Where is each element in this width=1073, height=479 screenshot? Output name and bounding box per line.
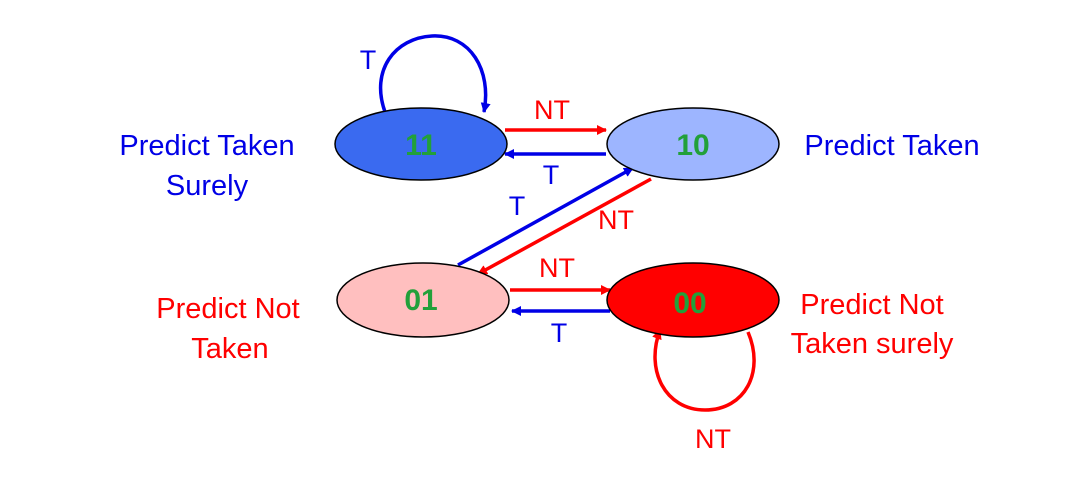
state-01-desc-line2: Taken	[191, 333, 268, 365]
state-01-ellipse	[336, 262, 510, 338]
state-11-ellipse	[334, 107, 508, 181]
label-self-00: NT	[695, 424, 731, 454]
label-01-to-00: NT	[539, 253, 575, 283]
self-loop-00	[652, 329, 756, 412]
state-10-code: 10	[676, 129, 709, 162]
state-10-desc-line1: Predict Taken	[804, 130, 979, 162]
state-01-desc-line1: Predict Not	[156, 293, 299, 325]
state-00-desc-line1: Predict Not	[800, 289, 943, 321]
state-10-ellipse	[606, 107, 780, 181]
state-11-desc-line1: Predict Taken	[119, 130, 294, 162]
state-00-desc-line2: Taken surely	[791, 328, 954, 360]
label-10-to-01: NT	[598, 205, 634, 235]
label-01-to-10: T	[509, 191, 526, 221]
label-self-11: T	[360, 45, 377, 75]
state-11-desc-line2: Surely	[166, 170, 249, 202]
state-00-code: 00	[673, 287, 706, 320]
arrow-10-to-01	[477, 177, 652, 276]
arrow-01-to-10	[457, 166, 634, 267]
label-00-to-01: T	[551, 318, 568, 348]
state-00-ellipse	[606, 262, 780, 338]
self-loop-11	[378, 34, 491, 113]
state-11-code: 11	[405, 129, 437, 162]
label-11-to-10: NT	[534, 95, 570, 125]
state-01-code: 01	[404, 284, 437, 317]
label-10-to-11: T	[543, 160, 560, 190]
